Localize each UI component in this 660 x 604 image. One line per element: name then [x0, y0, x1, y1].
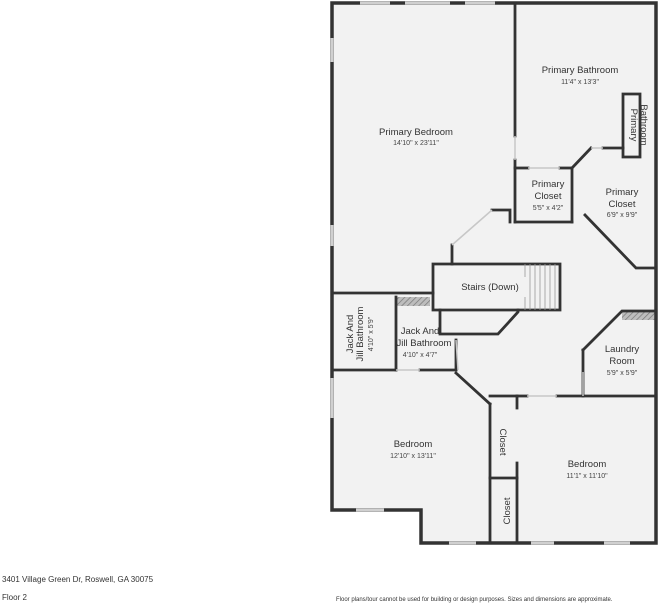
primary-closet-dim: 6'9" x 9'9" — [607, 212, 638, 219]
address-text: 3401 Village Green Dr, Roswell, GA 30075 — [2, 575, 154, 584]
disclaimer-text: Floor plans/tour cannot be used for buil… — [336, 597, 613, 603]
primary-bedroom-name: Primary Bedroom — [379, 127, 453, 138]
jack-jill-line2: Jill Bathroom — [397, 338, 452, 349]
closet-lower-name: Closet — [502, 497, 513, 524]
hatch-vent-right — [622, 311, 655, 320]
primary-closet-line2: Closet — [609, 199, 636, 210]
floor-area — [332, 3, 656, 543]
hatch-vent-left — [396, 297, 430, 306]
jack-jill-vertical-dim: 4'10" x 5'9" — [368, 316, 375, 351]
laundry-dim: 5'9" x 5'9" — [607, 370, 638, 377]
jack-jill-vertical-line2: Jill Bathroom — [355, 306, 366, 361]
primary-closet-small-dim: 5'5" x 4'2" — [533, 205, 564, 212]
primary-bathroom-small-line2: Bathroom — [638, 104, 649, 145]
primary-closet-line1: Primary — [606, 187, 639, 198]
primary-closet-small-line1: Primary — [532, 179, 565, 190]
primary-bathroom-name: Primary Bathroom — [542, 65, 619, 76]
stairs-label-bg — [454, 277, 526, 297]
primary-closet-small-line2: Closet — [535, 191, 562, 202]
closet-upper-name: Closet — [497, 429, 508, 456]
jack-jill-line1: Jack And — [401, 326, 440, 337]
primary-bedroom-dim: 14'10" x 23'11" — [393, 140, 439, 147]
primary-bathroom-small-label: Primary Bathroom — [628, 104, 649, 145]
stair-treads — [524, 264, 556, 310]
exterior-walls — [330, 1, 658, 545]
windows — [330, 1, 630, 545]
laundry-line2: Room — [609, 356, 634, 367]
floor-label: Floor 2 — [2, 593, 27, 602]
primary-bathroom-dim: 11'4" x 13'3" — [561, 79, 599, 86]
bedroom-right-name: Bedroom — [568, 459, 607, 470]
primary-bathroom-small-line1: Primary — [628, 109, 639, 142]
bedroom-left-name: Bedroom — [394, 439, 433, 450]
laundry-line1: Laundry — [605, 344, 640, 355]
door-openings — [396, 136, 603, 397]
interior-walls — [330, 1, 658, 545]
stairs-name: Stairs (Down) — [461, 282, 519, 293]
jack-jill-dim: 4'10" x 4'7" — [403, 352, 438, 359]
bedroom-right-dim: 11'1" x 11'10" — [566, 473, 608, 480]
jack-jill-vertical-label: Jack And Jill Bathroom 4'10" x 5'9" — [345, 306, 375, 361]
bedroom-left-dim: 12'10" x 13'11" — [390, 453, 436, 460]
jack-jill-vertical-line1: Jack And — [345, 315, 356, 354]
